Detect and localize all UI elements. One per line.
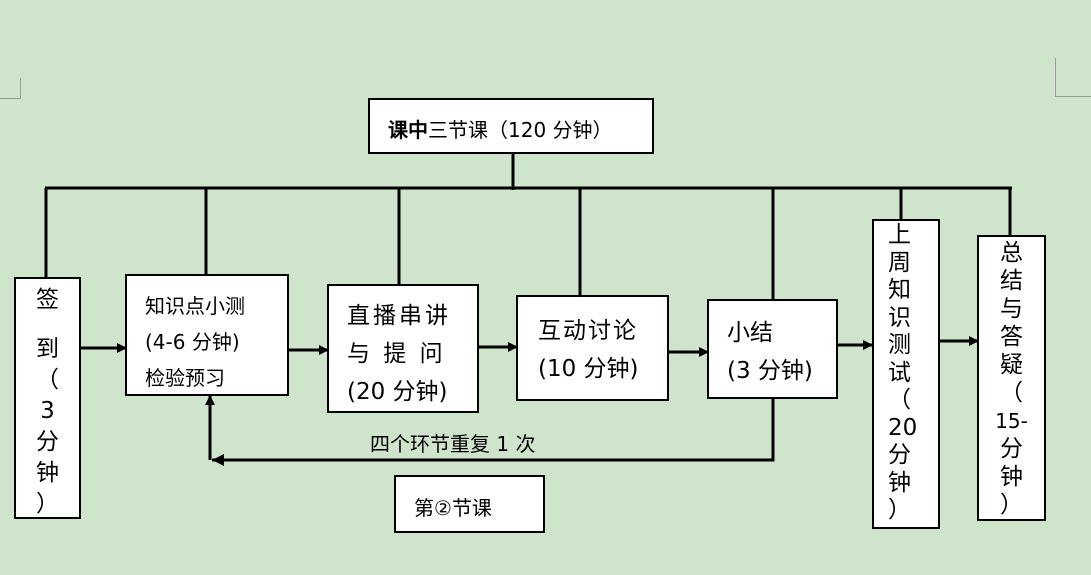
loop-arrowhead-left bbox=[212, 454, 224, 466]
loop-back-line bbox=[212, 398, 775, 462]
signin-char: 分 bbox=[36, 429, 59, 455]
qa-box: 总 结 与 答 疑 （ 15- 分 钟 ） bbox=[977, 235, 1046, 521]
qa-char: 分 bbox=[1000, 436, 1023, 462]
weektest-char: ） bbox=[888, 497, 911, 523]
live-line3: (20 分钟) bbox=[347, 379, 448, 405]
weektest-char: 分 bbox=[888, 442, 911, 468]
page-corner-mark-right bbox=[1055, 58, 1091, 97]
weektest-char: 上 bbox=[888, 222, 911, 248]
summary-line1: 小结 bbox=[727, 320, 773, 346]
live-line1: 直播串讲 bbox=[347, 303, 451, 329]
title-box: 课中三节课（120 分钟） bbox=[368, 98, 654, 154]
discuss-box: 互动讨论 (10 分钟) bbox=[516, 295, 669, 401]
weektest-char: 识 bbox=[888, 304, 911, 331]
qa-char: （ bbox=[1000, 380, 1023, 406]
qa-char: 总 bbox=[1000, 240, 1023, 266]
session-prefix: 第 bbox=[414, 496, 434, 520]
live-box: 直播串讲 与 提 问 (20 分钟) bbox=[327, 284, 479, 413]
signin-char: 钟 bbox=[36, 460, 59, 486]
signin-box: 签 到 （ 3 分 钟 ） bbox=[14, 277, 81, 519]
summary-box: 小结 (3 分钟) bbox=[707, 299, 838, 399]
weektest-char: 20 bbox=[888, 414, 918, 441]
live-line2: 与 提 问 bbox=[347, 341, 446, 367]
session-box: 第②节课 bbox=[394, 475, 545, 533]
session-text: 第②节课 bbox=[414, 492, 492, 521]
quiz-line2: (4-6 分钟) bbox=[145, 330, 240, 354]
weektest-char: （ bbox=[888, 387, 911, 413]
weektest-char: 测 bbox=[888, 332, 911, 358]
quiz-line1: 知识点小测 bbox=[145, 294, 245, 318]
weektest-char: 知 bbox=[888, 277, 911, 303]
qa-char: ） bbox=[1000, 492, 1023, 518]
discuss-line1: 互动讨论 bbox=[538, 318, 638, 344]
signin-char: 到 bbox=[36, 336, 59, 362]
session-suffix: 节课 bbox=[451, 496, 492, 520]
weektest-char: 试 bbox=[888, 359, 911, 386]
signin-char: 签 bbox=[36, 287, 59, 313]
qa-char: 疑 bbox=[1000, 352, 1023, 378]
qa-char: 结 bbox=[1000, 268, 1023, 294]
discuss-line2: (10 分钟) bbox=[538, 356, 639, 382]
weektest-char: 周 bbox=[888, 249, 911, 276]
qa-char: 15- bbox=[995, 409, 1028, 433]
title-bold: 课中 bbox=[388, 118, 428, 142]
signin-char: 3 bbox=[40, 398, 55, 424]
weektest-char: 钟 bbox=[888, 469, 911, 496]
loop-label: 四个环节重复 1 次 bbox=[370, 432, 536, 456]
signin-char: ） bbox=[36, 491, 59, 517]
qa-char: 与 bbox=[1000, 296, 1023, 322]
quiz-box: 知识点小测 (4-6 分钟) 检验预习 bbox=[125, 274, 289, 396]
title-text: 课中三节课（120 分钟） bbox=[388, 114, 613, 143]
session-number: ② bbox=[434, 496, 452, 520]
qa-char: 答 bbox=[1000, 324, 1023, 350]
signin-char: （ bbox=[36, 367, 59, 393]
title-rest: 三节课（120 分钟） bbox=[428, 118, 613, 142]
page-corner-mark-left bbox=[0, 78, 21, 99]
quiz-line3: 检验预习 bbox=[145, 366, 225, 390]
summary-line2: (3 分钟) bbox=[727, 358, 813, 384]
weektest-box: 上 周 知 识 测 试 （ 20 分 钟 ） bbox=[872, 219, 940, 529]
qa-char: 钟 bbox=[1000, 464, 1023, 490]
